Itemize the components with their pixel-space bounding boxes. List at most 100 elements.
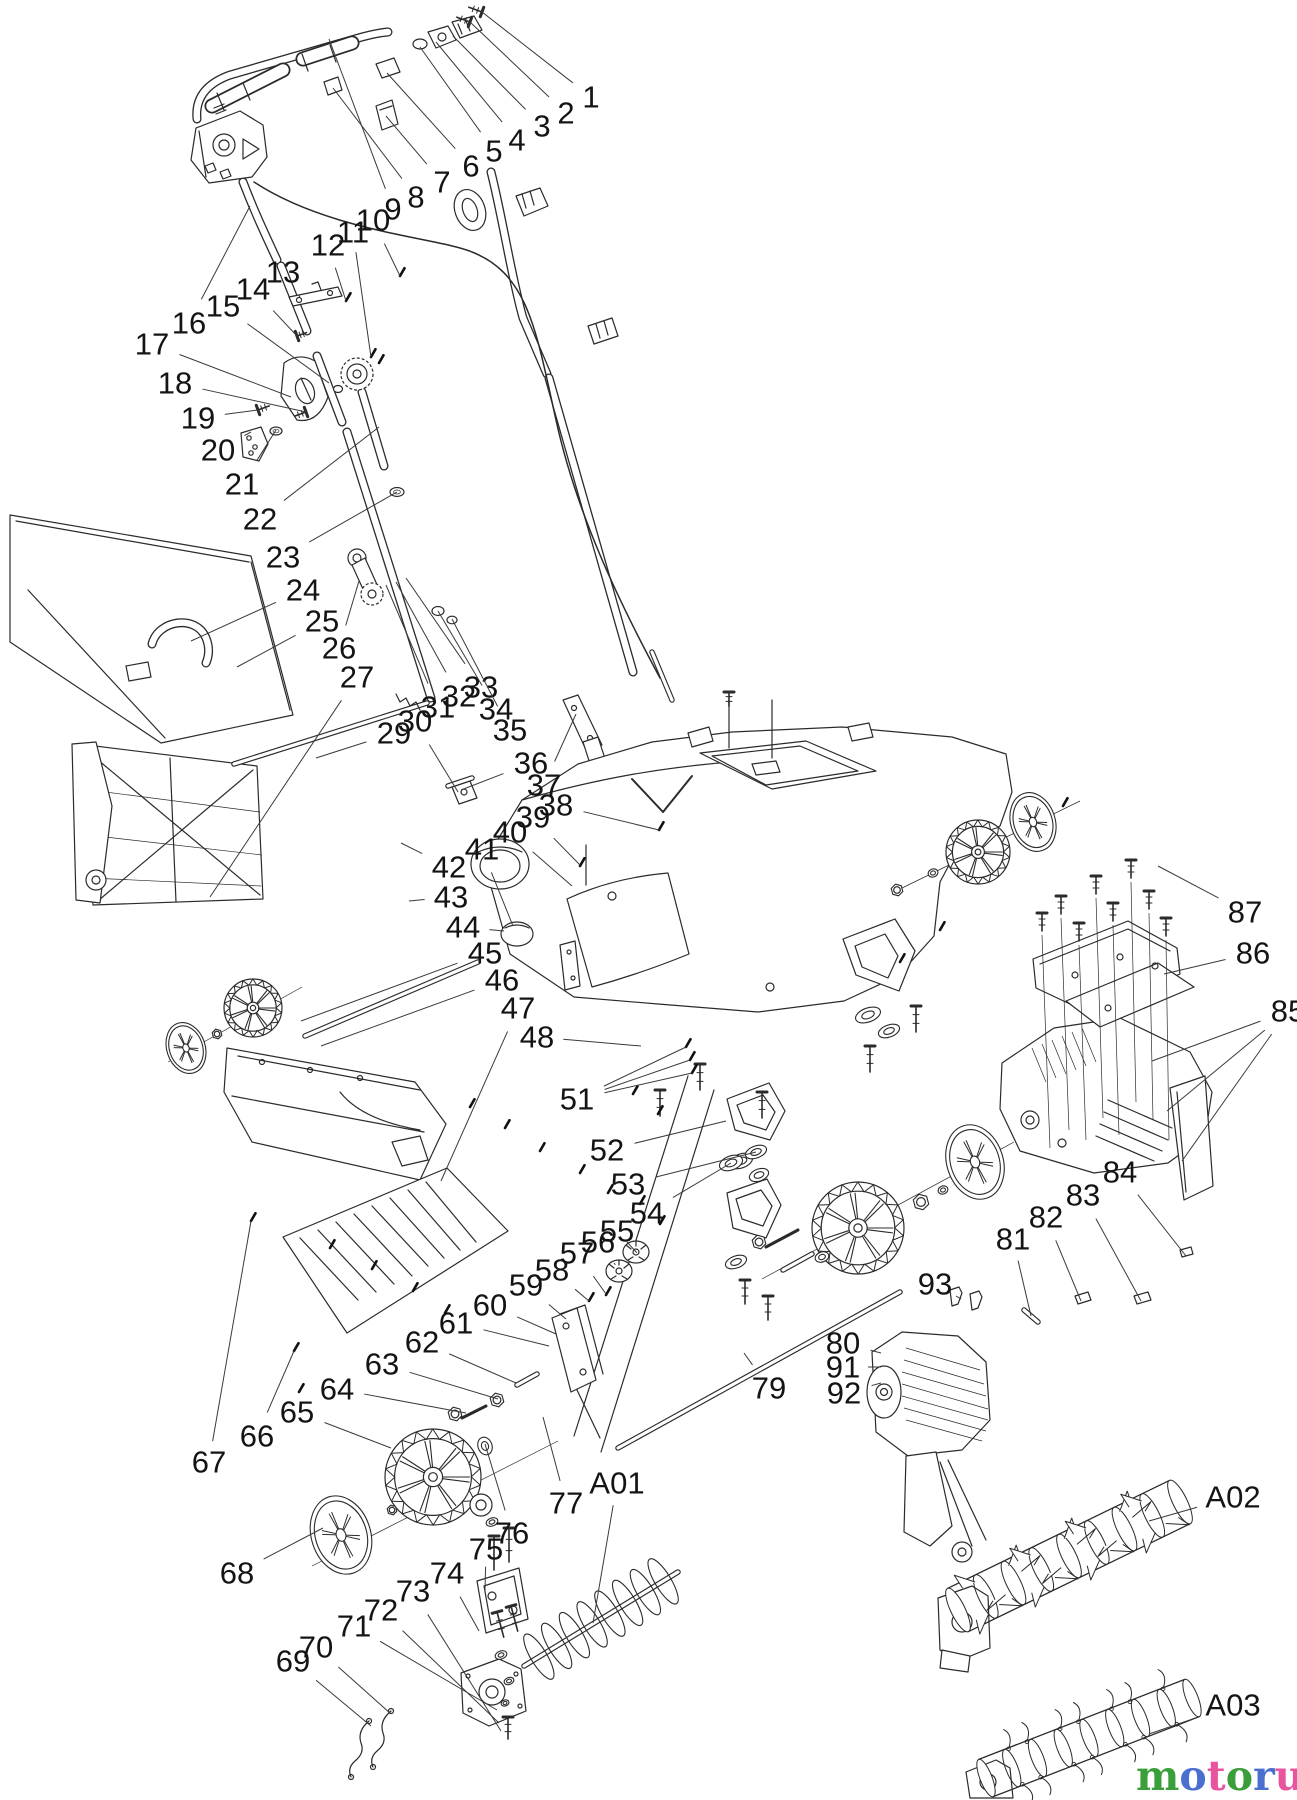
- svg-text:27: 27: [340, 660, 374, 695]
- part-label-22: 22: [243, 426, 380, 537]
- svg-text:40: 40: [493, 815, 527, 850]
- part-label-37: 37: [527, 713, 577, 803]
- star-roller-a02: [937, 1479, 1193, 1673]
- svg-text:66: 66: [240, 1419, 274, 1454]
- axle-lines: [167, 800, 1081, 1567]
- part-label-7: 7: [385, 115, 451, 200]
- svg-text:75: 75: [469, 1532, 503, 1567]
- part-label-29: 29: [315, 716, 411, 759]
- svg-text:39: 39: [516, 800, 550, 835]
- part-label-42: 42: [400, 842, 466, 885]
- svg-text:19: 19: [181, 401, 215, 436]
- part-label-86: 86: [1163, 936, 1270, 975]
- svg-text:79: 79: [752, 1371, 786, 1406]
- svg-text:93: 93: [918, 1267, 952, 1302]
- part-labels-layer: 1234567891011121314151617181920212223242…: [135, 11, 1297, 1735]
- rear-cover: [999, 1017, 1214, 1201]
- svg-text:55: 55: [600, 1214, 634, 1249]
- part-label-20: 20: [201, 431, 252, 468]
- part-label-62: 62: [405, 1325, 517, 1384]
- svg-text:58: 58: [535, 1253, 569, 1288]
- motoruf-logo: motoruf.de: [1136, 1752, 1297, 1800]
- svg-text:64: 64: [320, 1372, 354, 1407]
- cable-assembly: [253, 181, 675, 703]
- part-label-70: 70: [299, 1630, 392, 1715]
- part-label-A03: A03: [1148, 1688, 1261, 1735]
- svg-text:31: 31: [421, 690, 455, 725]
- generated-hardware: [165, 5, 1173, 1740]
- svg-text:61: 61: [439, 1306, 473, 1341]
- svg-text:73: 73: [396, 1574, 430, 1609]
- lever-bracket-assembly: [551, 1240, 650, 1439]
- svg-text:30: 30: [398, 704, 432, 739]
- part-label-46: 46: [320, 963, 519, 1047]
- part-label-67: 67: [192, 1220, 252, 1480]
- part-label-5: 5: [419, 46, 503, 169]
- svg-text:85: 85: [1271, 994, 1297, 1029]
- svg-text:59: 59: [509, 1268, 543, 1303]
- part-label-11: 11: [337, 215, 372, 358]
- svg-text:21: 21: [225, 467, 259, 502]
- svg-text:48: 48: [520, 1020, 554, 1055]
- svg-text:86: 86: [1236, 936, 1270, 971]
- springs: [347, 1707, 395, 1781]
- part-label-55: 55: [600, 1214, 638, 1254]
- part-label-76: 76: [484, 1443, 529, 1551]
- svg-text:3: 3: [533, 109, 550, 144]
- part-label-3: 3: [452, 35, 551, 144]
- svg-text:A02: A02: [1205, 1480, 1260, 1515]
- part-label-61: 61: [439, 1306, 550, 1347]
- part-label-73: 73: [396, 1574, 502, 1732]
- svg-text:54: 54: [630, 1196, 664, 1231]
- auger-roller-a01: [460, 1558, 681, 1727]
- wheel-brackets: [726, 918, 916, 1239]
- part-label-72: 72: [364, 1593, 500, 1724]
- svg-text:47: 47: [501, 991, 535, 1026]
- svg-text:12: 12: [311, 228, 345, 263]
- svg-text:80: 80: [826, 1326, 860, 1361]
- part-label-10: 10: [356, 203, 401, 277]
- svg-text:42: 42: [432, 850, 466, 885]
- svg-text:2: 2: [557, 96, 574, 131]
- part-label-91: 91: [826, 1350, 881, 1385]
- part-label-17: 17: [135, 327, 292, 398]
- part-label-12: 12: [311, 228, 347, 302]
- part-label-77: 77: [542, 1416, 583, 1521]
- svg-text:67: 67: [192, 1445, 226, 1480]
- part-label-9: 9: [328, 38, 402, 227]
- motor-assembly: [866, 1331, 991, 1563]
- svg-text:56: 56: [581, 1225, 615, 1260]
- svg-text:11: 11: [337, 215, 369, 250]
- svg-text:1: 1: [582, 80, 599, 115]
- part-label-36: 36: [460, 746, 548, 791]
- logo-word: motoruf.de: [1136, 1752, 1297, 1800]
- part-label-32: 32: [395, 581, 476, 714]
- part-label-83: 83: [1066, 1178, 1142, 1302]
- part-label-41: 41: [465, 832, 514, 927]
- part-label-60: 60: [473, 1288, 557, 1335]
- part-label-65: 65: [280, 1395, 392, 1449]
- part-label-8: 8: [332, 87, 425, 215]
- part-label-68: 68: [220, 1527, 324, 1591]
- svg-text:82: 82: [1029, 1200, 1063, 1235]
- part-label-34: 34: [437, 610, 513, 727]
- svg-text:60: 60: [473, 1288, 507, 1323]
- svg-text:14: 14: [236, 272, 270, 307]
- part-label-25: 25: [236, 604, 339, 668]
- svg-text:17: 17: [135, 327, 169, 362]
- deflector-plate: [223, 1047, 447, 1181]
- svg-text:44: 44: [446, 910, 480, 945]
- part-label-59: 59: [509, 1268, 567, 1320]
- part-label-13: 13: [266, 255, 301, 298]
- part-label-54: 54: [630, 1162, 732, 1231]
- svg-text:6: 6: [462, 149, 479, 184]
- svg-text:37: 37: [527, 768, 561, 803]
- part-label-48: 48: [520, 1020, 642, 1055]
- svg-text:81: 81: [996, 1222, 1030, 1257]
- part-label-38: 38: [539, 788, 660, 831]
- part-label-64: 64: [320, 1372, 467, 1414]
- svg-text:35: 35: [493, 713, 527, 748]
- svg-text:72: 72: [364, 1593, 398, 1628]
